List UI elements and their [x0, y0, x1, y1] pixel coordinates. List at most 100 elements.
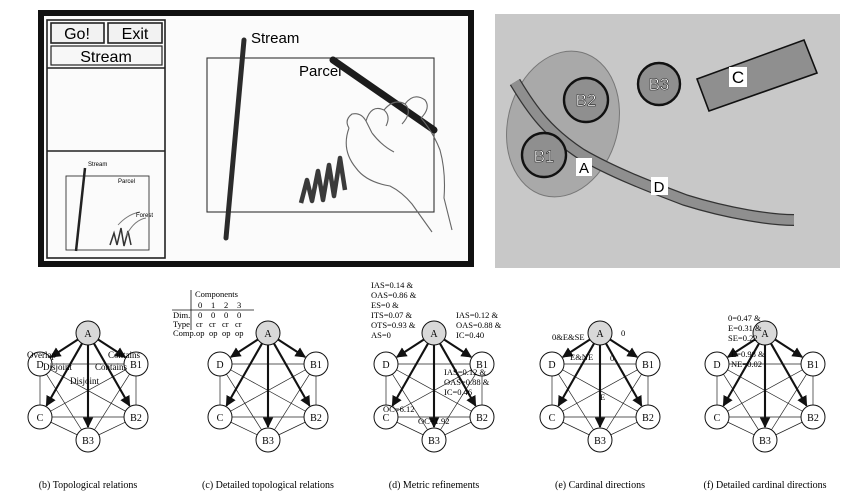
- node-label-c: C: [714, 413, 721, 424]
- component-index-3: 3: [237, 300, 241, 310]
- relation-arrow: [609, 338, 638, 358]
- node-label-a: A: [264, 329, 272, 340]
- node-c: [704, 404, 730, 430]
- node-b1: [303, 351, 329, 377]
- caption-c: (c) Detailed topological relations: [202, 480, 334, 491]
- node-label-a: A: [596, 329, 604, 340]
- go-button[interactable]: Go!: [50, 22, 105, 44]
- node-b2: [303, 404, 329, 430]
- caption-d: (d) Metric refinements: [389, 480, 480, 491]
- relation-arrow: [93, 342, 131, 407]
- parcel-rectangle: [206, 57, 435, 213]
- metric-left-line: ES=0 &: [371, 300, 399, 310]
- line-d: [510, 79, 795, 225]
- node-a: [255, 320, 281, 346]
- label-o-upper: 0: [621, 328, 625, 338]
- label-contains-b1: Contains: [108, 350, 140, 360]
- oc-label-2: OC=1.92: [418, 416, 449, 426]
- relation-arrow: [770, 342, 808, 407]
- relation-arrow: [225, 342, 263, 407]
- sketch-canvas[interactable]: Stream Parcel: [206, 30, 453, 241]
- node-b2: [800, 404, 826, 430]
- stream-mode-button[interactable]: Stream: [50, 45, 163, 66]
- relation-arrow: [722, 342, 760, 407]
- label-contains-b2: Contains: [95, 362, 127, 372]
- component-index-1: 1: [211, 300, 215, 310]
- cardinal-left-line: E=0.31 &: [728, 323, 762, 333]
- node-label-b1: B1: [642, 360, 654, 371]
- sketch-thumbnail: Stream Parcel Forest: [65, 162, 153, 252]
- graph-edge: [764, 363, 814, 441]
- node-label-b3: B3: [428, 436, 440, 447]
- node-b1: [800, 351, 826, 377]
- node-a: [75, 320, 101, 346]
- node-a: [587, 320, 613, 346]
- caption-e: (e) Cardinal directions: [555, 480, 645, 491]
- label-o-e-se: 0&E&SE: [552, 332, 585, 342]
- relation-arrow: [273, 342, 311, 407]
- node-b3: [421, 427, 447, 453]
- node-b2: [469, 404, 495, 430]
- spatial-map-panel: B2 B1 B3 C A D: [495, 14, 840, 268]
- region-b3: [636, 61, 682, 107]
- diagram-f-annotations: 0=0.47 & E=0.31 & SE=0.22 E=0.98 & NE=0.…: [704, 313, 827, 491]
- node-label-a: A: [430, 329, 438, 340]
- metric-left-line: OTS=0.93 &: [371, 320, 416, 330]
- diagram-c-annotations: Components 0 1 2 3 Dim. 0 0 0 0 Type cr …: [172, 289, 334, 491]
- node-d: [27, 351, 53, 377]
- components-title: Components: [195, 289, 238, 299]
- node-label-a: A: [761, 329, 769, 340]
- thumbnail-forest-scribble: [109, 227, 132, 247]
- label-overlap: Overlap: [27, 350, 56, 360]
- row-type-name: Type: [173, 319, 190, 329]
- pen-icon: [329, 56, 438, 134]
- node-label-b3: B3: [594, 436, 606, 447]
- hand-icon: [345, 96, 453, 233]
- caption-b: (b) Topological relations: [39, 480, 138, 491]
- node-d: [373, 351, 399, 377]
- row-type-cell: cr: [235, 319, 242, 329]
- node-label-b2: B2: [642, 413, 654, 424]
- node-label-b2: B2: [476, 413, 488, 424]
- thumbnail-parcel-label: Parcel: [118, 179, 135, 185]
- map-label-b1: B1: [534, 147, 555, 166]
- relation-arrow: [439, 342, 477, 407]
- metric-right-line: OAS=0.88 &: [456, 320, 502, 330]
- node-d: [207, 351, 233, 377]
- row-comp-cell: op: [209, 328, 218, 338]
- node-b1: [123, 351, 149, 377]
- node-a: [752, 320, 778, 346]
- relation-arrow: [557, 342, 595, 407]
- metric-left-line: AS=0: [371, 330, 391, 340]
- node-label-d: D: [382, 360, 389, 371]
- map-label-a: A: [579, 160, 589, 177]
- node-c: [539, 404, 565, 430]
- diagram-b-annotations: Overlap Disjoint Contains Contains Disjo…: [27, 350, 140, 491]
- node-c: [27, 404, 53, 430]
- metric-middle-line: IAS=0.12 &: [444, 367, 486, 377]
- control-column: [46, 19, 166, 259]
- row-type-cell: cr: [222, 319, 229, 329]
- thumbnail-forest-label: Forest: [136, 213, 153, 219]
- row-dim-cell: 0: [211, 310, 215, 320]
- exit-button[interactable]: Exit: [107, 22, 163, 44]
- forest-scribble: [298, 155, 348, 204]
- node-b2: [123, 404, 149, 430]
- map-label-b3: B3: [649, 75, 670, 94]
- node-label-d: D: [36, 360, 43, 371]
- metric-left-line: OAS=0.86 &: [371, 290, 417, 300]
- node-label-b1: B1: [130, 360, 142, 371]
- map-label-d: D: [654, 179, 665, 196]
- cardinal-left-line: 0=0.47 &: [728, 313, 761, 323]
- label-disjoint-b3: Disjoint: [70, 376, 100, 386]
- relation-arrow: [45, 342, 83, 407]
- graph-edge: [87, 363, 137, 441]
- row-dim-cell: 0: [198, 310, 202, 320]
- region-b2: [562, 76, 610, 124]
- region-c: [695, 38, 819, 113]
